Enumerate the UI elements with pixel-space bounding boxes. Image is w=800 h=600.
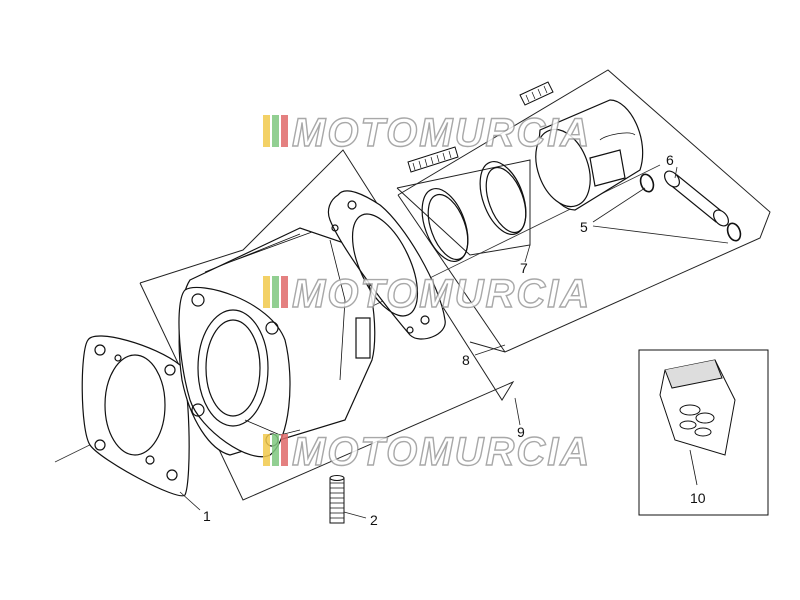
- stud-bolt-upper-left: [407, 146, 459, 173]
- watermark-stripe: [263, 276, 270, 308]
- callout-2: 2: [370, 512, 378, 528]
- callout-6: 6: [666, 152, 674, 168]
- watermark-text: MOTOMURCIA: [292, 111, 591, 155]
- watermark-stripe: [272, 434, 279, 466]
- watermark-stripe: [272, 115, 279, 147]
- head-gasket: [327, 190, 446, 340]
- callout-labels: 1 2 5 6 7 8 9 10: [203, 152, 706, 528]
- callout-1: 1: [203, 508, 211, 524]
- callout-10: 10: [690, 490, 706, 506]
- watermark-top: MOTOMURCIA: [263, 110, 591, 156]
- watermark-bottom: MOTOMURCIA: [263, 429, 591, 475]
- piston: [535, 99, 644, 211]
- stud-bolt-upper-right: [519, 81, 554, 106]
- gasket-kit-bag: [659, 359, 736, 456]
- group-outline-9: [139, 149, 515, 501]
- callout-8: 8: [462, 352, 470, 368]
- piston-rings: [421, 161, 527, 262]
- circlips: [639, 173, 742, 242]
- watermark-stripe: [281, 115, 288, 147]
- callout-7: 7: [520, 260, 528, 276]
- watermark-middle: MOTOMURCIA: [263, 271, 591, 317]
- leader-lines: [179, 166, 729, 519]
- group-outline-8: [397, 69, 771, 353]
- callout-5: 5: [580, 219, 588, 235]
- cylinder: [178, 227, 376, 458]
- watermark-stripe: [281, 434, 288, 466]
- piston-pin: [664, 170, 729, 227]
- callout-9: 9: [517, 424, 525, 440]
- watermark-stripe: [272, 276, 279, 308]
- watermark-stripe: [263, 115, 270, 147]
- watermark-stripe: [281, 276, 288, 308]
- watermark-text: MOTOMURCIA: [292, 272, 591, 316]
- gasket-kit-box: [638, 349, 769, 516]
- watermark-stripe: [263, 434, 270, 466]
- stud-bolt-2: [329, 475, 345, 524]
- watermark-text: MOTOMURCIA: [292, 430, 591, 474]
- base-gasket: [81, 335, 190, 497]
